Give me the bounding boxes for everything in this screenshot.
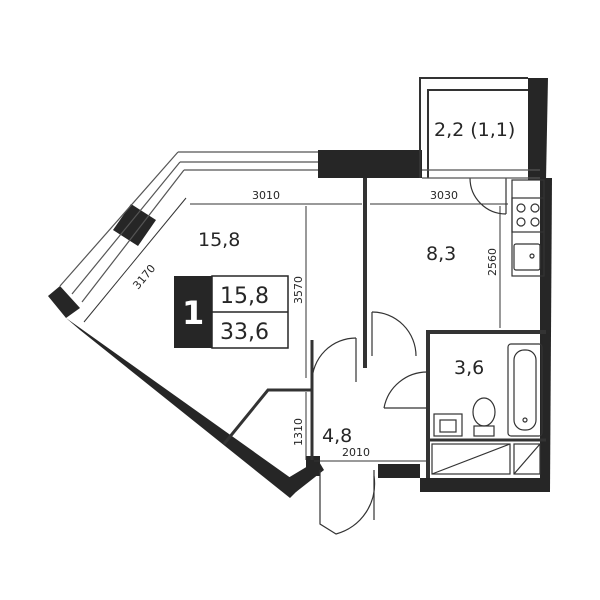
diagonal-exterior-wall [66, 318, 302, 498]
dim-living-width: 3010 [252, 189, 280, 202]
kitchen-counter [511, 179, 545, 277]
dim-line-living-diagonal [83, 197, 187, 323]
dim-living-diagonal: 3170 [130, 262, 158, 292]
dim-kitchen-width: 3030 [430, 189, 458, 202]
dim-kitchen-depth: 2560 [486, 248, 499, 276]
room-area-balcony: 2,2 (1,1) [434, 119, 515, 141]
room-area-kitchen: 8,3 [426, 243, 456, 265]
entrance-door-swing [319, 470, 376, 535]
room-labels: 15,8 8,3 2,2 (1,1) 3,6 4,8 [198, 119, 515, 447]
badge-total-area: 33,6 [220, 320, 269, 345]
top-wall-segment [318, 150, 422, 178]
hallway-diagonal-partition [222, 388, 312, 445]
entrance-right-stub [378, 464, 420, 478]
balcony-outline [419, 77, 528, 178]
living-door-swing [311, 337, 357, 383]
bathroom-door-swing [383, 371, 429, 409]
dim-hallway-depth: 1310 [292, 418, 305, 446]
balcony-door-swing [469, 177, 507, 215]
washbasin-icon [433, 413, 463, 437]
doors [311, 311, 429, 535]
dim-living-depth: 3570 [292, 276, 305, 304]
right-exterior-wall [540, 178, 552, 492]
bathtub-icon [507, 343, 543, 437]
badge-rooms-count: 1 [182, 294, 204, 332]
kitchen-door-swing [371, 311, 417, 357]
windows [59, 151, 540, 303]
dim-hallway-width: 2010 [342, 446, 370, 459]
window-diag-outer [59, 151, 179, 287]
partitions [222, 77, 546, 478]
balcony-inner [427, 89, 528, 178]
room-area-living: 15,8 [198, 229, 240, 251]
window-diag-mid [71, 161, 181, 295]
balcony-right-wall [528, 78, 548, 180]
dimension-lines [83, 197, 508, 462]
toilet-icon [472, 397, 496, 437]
corner-pier [48, 286, 80, 318]
wardrobe-icon [431, 443, 541, 475]
fixtures [431, 179, 545, 475]
room-area-bathroom: 3,6 [454, 357, 484, 379]
sink-icon [513, 243, 541, 271]
badge-living-area: 15,8 [220, 284, 269, 309]
room-area-hallway: 4,8 [322, 425, 352, 447]
stove-icon [511, 197, 545, 233]
window-diag-inner [81, 169, 185, 303]
badge-rooms-box [174, 276, 212, 348]
window-pier [113, 204, 156, 246]
walls [48, 78, 552, 498]
area-badge: 1 15,8 33,6 [174, 275, 289, 349]
bottom-wall [420, 478, 550, 492]
